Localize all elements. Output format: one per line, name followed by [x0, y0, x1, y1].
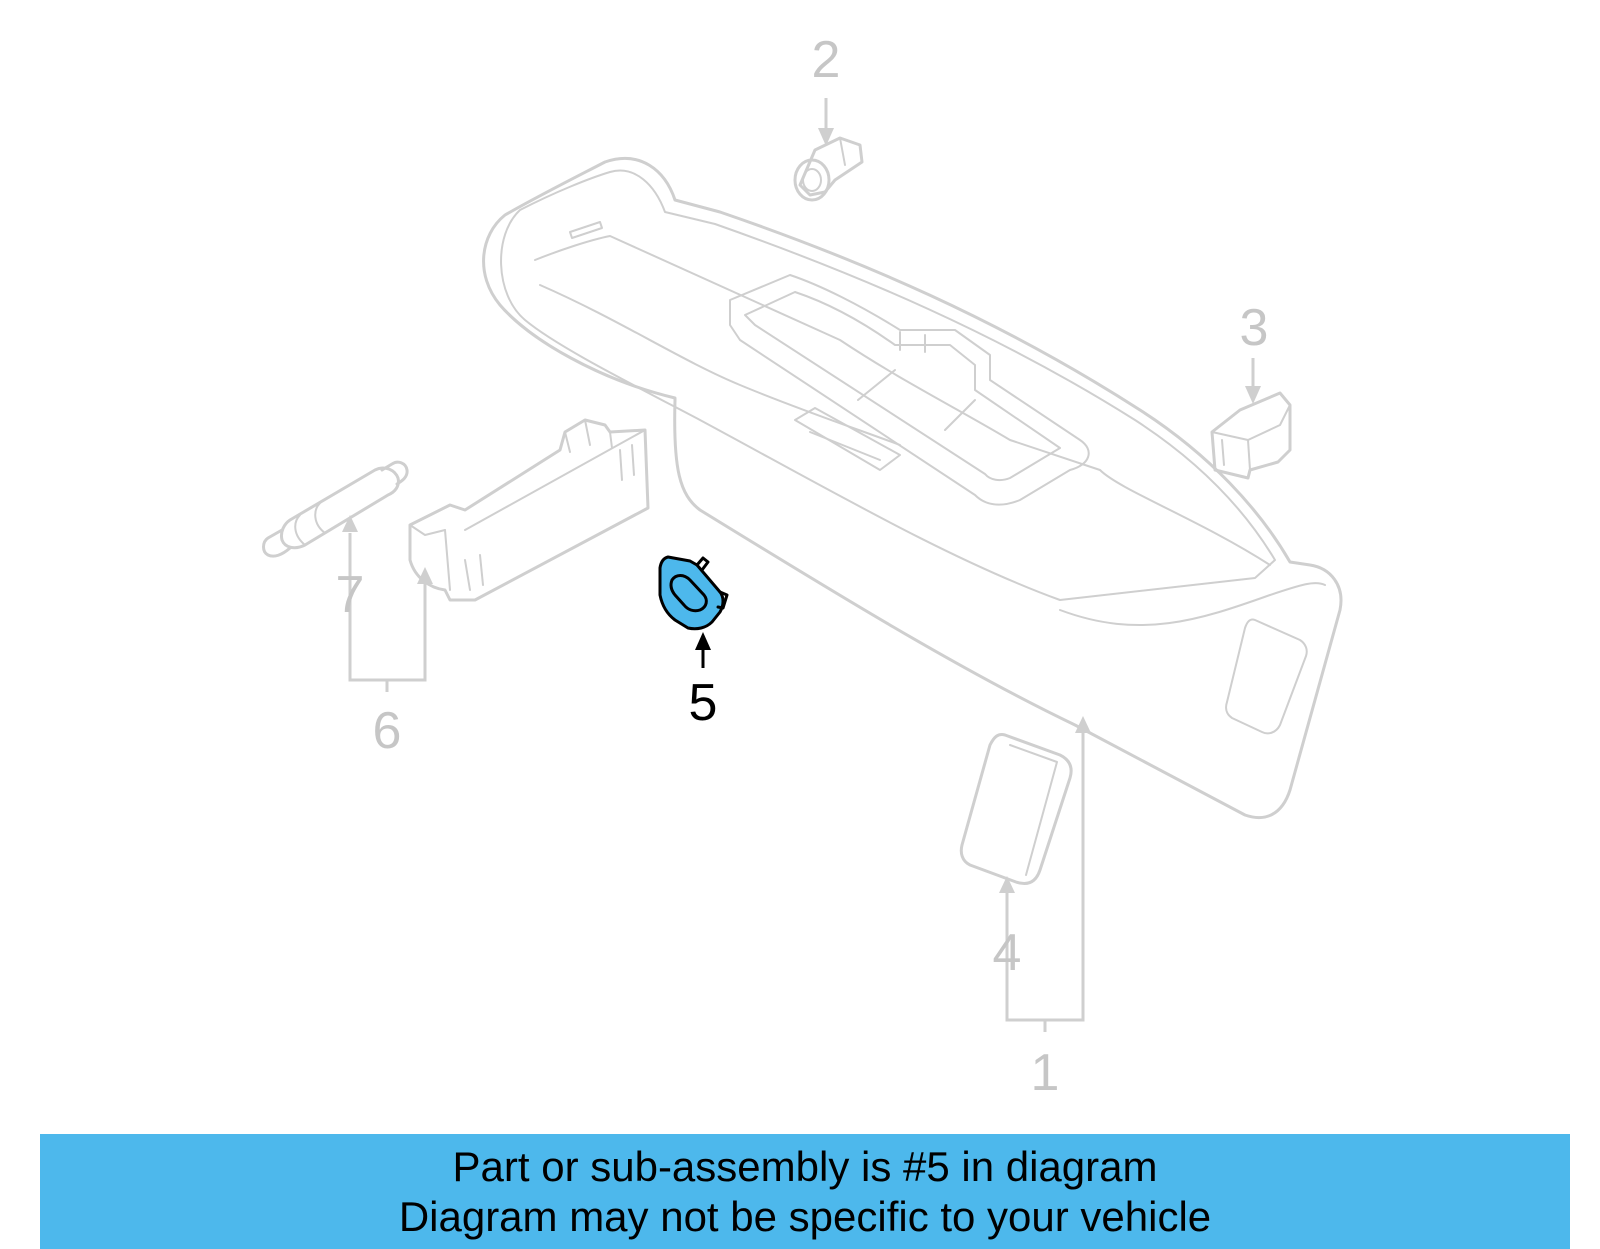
retainer-clip	[793, 136, 864, 202]
callout-3: 3	[1240, 299, 1269, 357]
package-tray-trim	[482, 156, 1343, 820]
clip	[1210, 391, 1292, 480]
speaker-cover	[959, 733, 1073, 885]
callout-5: 5	[689, 674, 718, 732]
callout-4: 4	[993, 924, 1022, 982]
high-mount-stop-lamp	[408, 418, 650, 602]
banner-line-part-number: Part or sub-assembly is #5 in diagram	[452, 1143, 1158, 1190]
callout-6: 6	[373, 702, 402, 760]
bulb	[262, 460, 409, 558]
callout-7: 7	[336, 566, 365, 624]
cover-cap-highlighted	[658, 555, 729, 631]
callout-2: 2	[812, 31, 841, 89]
leader-lines	[342, 98, 1261, 1032]
banner-line-disclaimer: Diagram may not be specific to your vehi…	[398, 1193, 1212, 1240]
callout-1: 1	[1031, 1044, 1060, 1102]
info-banner: Part or sub-assembly is #5 in diagram Di…	[40, 1134, 1570, 1249]
